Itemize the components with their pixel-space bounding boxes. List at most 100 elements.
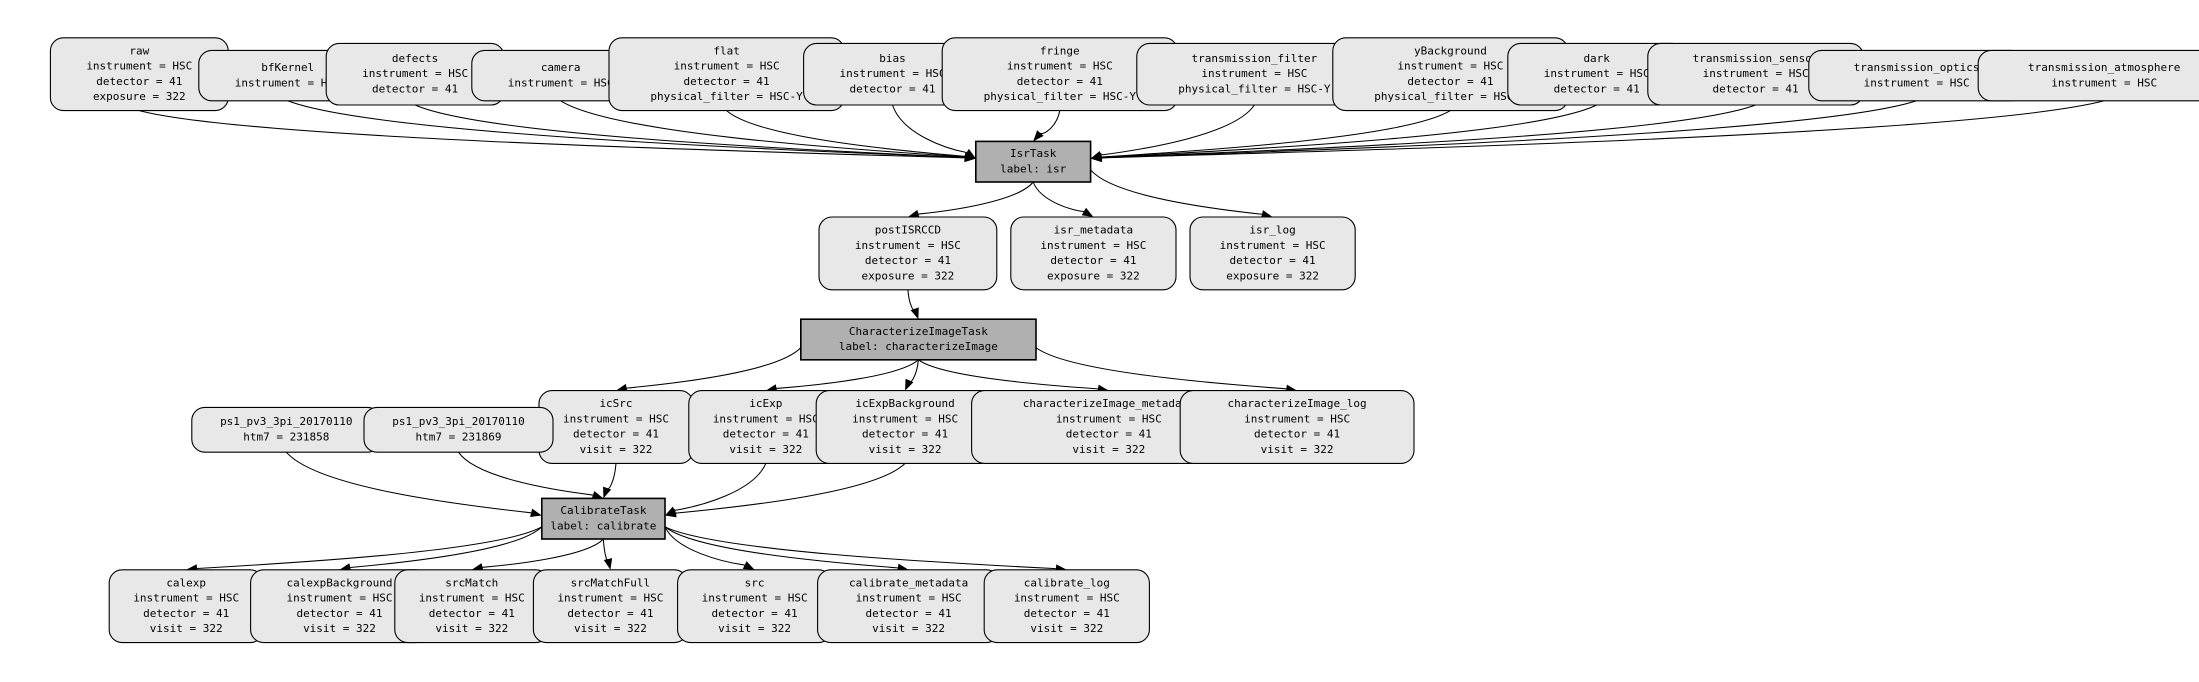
node-shape [1179, 390, 1415, 464]
node-title: bfKernel [261, 61, 314, 74]
edge-bias-to-IsrTask [892, 104, 967, 154]
edge-IsrTask-to-isr_log [1090, 169, 1263, 215]
node-dimension-line: label: isr [1000, 162, 1067, 175]
arrowhead-icon [742, 561, 755, 570]
edge-dark-to-IsrTask [1101, 104, 1597, 158]
node-dimension-line: instrument = HSC [1007, 60, 1113, 73]
task-node-IsrTask[interactable]: IsrTask label: isr [974, 140, 1092, 183]
node-title: IsrTask [1010, 147, 1057, 160]
edge-CalibrateTask-to-calexpBackground [350, 526, 543, 569]
node-shape [1977, 49, 2199, 102]
node-dimension-line: instrument = HSC [287, 592, 393, 605]
dataset-node-flat[interactable]: flat instrument = HSC detector = 41 physica… [608, 37, 845, 112]
node-dimension-line: detector = 41 [96, 75, 182, 88]
arrowhead-icon [905, 378, 914, 391]
node-dimension-line: instrument = HSC [856, 592, 962, 605]
node-title: icExpBackground [855, 397, 954, 410]
node-title: icExp [749, 397, 782, 410]
node-dimension-line: instrument = HSC [1040, 239, 1146, 252]
node-dimension-line: detector = 41 [143, 607, 229, 620]
node-dimension-line: visit = 322 [435, 622, 508, 635]
node-dimension-line: detector = 41 [567, 607, 653, 620]
node-dimension-line: exposure = 322 [93, 90, 186, 103]
arrowhead-icon [910, 307, 919, 320]
arrowhead-icon [603, 558, 613, 570]
node-dimension-line: instrument = HSC [1201, 67, 1307, 80]
node-dimension-line: instrument = HSC [86, 60, 192, 73]
node-title: transmission_optics [1854, 61, 1980, 74]
node-title: postISRCCD [875, 223, 941, 236]
node-title: flat [713, 44, 740, 57]
edge-flat-to-IsrTask [726, 110, 966, 157]
node-dimension-line: detector = 41 [429, 607, 515, 620]
node-dimension-line: detector = 41 [862, 428, 948, 441]
node-dimension-line: detector = 41 [865, 254, 951, 267]
arrowhead-icon [530, 508, 542, 517]
edge-CharacterizeImageTask-to-characterizeImage_metadata [918, 359, 1098, 390]
node-dimension-line: detector = 41 [1230, 254, 1316, 267]
node-shape [983, 569, 1150, 644]
node-dimension-line: instrument = HSC [235, 76, 341, 89]
node-dimension-line: instrument = HSC [2051, 76, 2157, 89]
node-title: yBackground [1414, 44, 1487, 57]
node-dimension-line: instrument = HSC [674, 60, 780, 73]
node-dimension-line: exposure = 322 [1226, 269, 1319, 282]
edge-CharacterizeImageTask-to-icSrc [626, 347, 802, 389]
node-title: raw [129, 44, 149, 57]
node-dimension-line: detector = 41 [372, 83, 458, 96]
task-node-CharacterizeImageTask[interactable]: CharacterizeImageTask label: characterize… [799, 318, 1037, 361]
edge-bfKernel-to-IsrTask [287, 100, 965, 159]
arrowhead-icon [1090, 153, 1102, 163]
node-dimension-line: physical_filter = HSC-Y [650, 90, 803, 103]
node-title: CharacterizeImageTask [849, 325, 988, 338]
node-dimension-line: detector = 41 [684, 75, 770, 88]
node-title: characterizeImage_log [1228, 397, 1367, 410]
edge-CalibrateTask-to-calibrate_metadata [664, 526, 898, 569]
node-dimension-line: instrument = HSC [1056, 412, 1162, 425]
node-dimension-line: label: characterizeImage [839, 340, 998, 353]
node-dimension-line: detector = 41 [1017, 75, 1103, 88]
node-dimension-line: detector = 41 [866, 607, 952, 620]
node-dimension-line: instrument = HSC [1397, 60, 1503, 73]
node-title: dark [1583, 52, 1610, 65]
node-title: transmission_sensor [1693, 52, 1819, 65]
node-dimension-line: instrument = HSC [133, 592, 239, 605]
node-title: srcMatch [445, 576, 498, 589]
node-title: isr_log [1249, 223, 1295, 236]
arrowhead-icon [1260, 210, 1273, 219]
arrowhead-icon [1033, 130, 1044, 142]
node-dimension-line: detector = 41 [712, 607, 798, 620]
arrowhead-icon [1081, 207, 1094, 217]
node-layer: raw instrument = HSC detector = 41 exposure… [49, 37, 2199, 644]
node-dimension-line: detector = 41 [1024, 607, 1110, 620]
edge-icExpBackground-to-CalibrateTask [675, 463, 906, 514]
edge-CalibrateTask-to-srcMatch [482, 538, 604, 568]
